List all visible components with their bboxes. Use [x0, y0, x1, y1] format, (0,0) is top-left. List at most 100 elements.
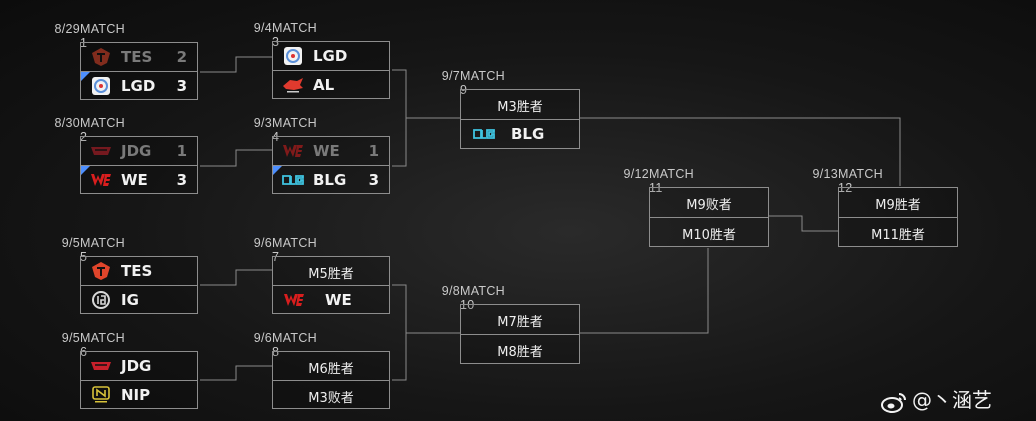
slot-label: M3胜者 [497, 100, 543, 115]
team-row[interactable]: M5胜者 [273, 257, 389, 285]
team-score: 1 [368, 142, 379, 160]
tes-logo-icon [92, 48, 110, 66]
team-row[interactable]: TES [81, 257, 197, 285]
slot-label: M8胜者 [497, 345, 543, 360]
slot-label: M3败者 [308, 391, 354, 406]
team-name: LGD [121, 77, 156, 95]
match-id: MATCH 3 [272, 21, 318, 49]
team-row[interactable]: BLG 3 [273, 165, 389, 194]
slot-label: M6胜者 [308, 362, 354, 377]
match-box: M9败者 M10胜者 [649, 187, 769, 247]
team-row[interactable]: M3胜者 [461, 90, 579, 118]
nip-logo-icon [92, 386, 110, 403]
we-logo-icon [284, 294, 304, 306]
team-row[interactable]: LGD 3 [81, 71, 197, 100]
match-box: LGD AL [272, 41, 390, 99]
match-id: MATCH 8 [272, 331, 318, 359]
team-name: WE [121, 171, 148, 189]
match-date: 9/6 [253, 331, 272, 345]
match-date: 9/3 [253, 116, 272, 130]
slot-label: M5胜者 [308, 267, 354, 282]
match-id: MATCH 10 [460, 284, 506, 312]
team-score: 3 [176, 171, 187, 189]
match-date: 8/30 [54, 116, 80, 130]
match-date: 8/29 [54, 22, 80, 36]
match-date: 9/13 [812, 167, 838, 181]
team-row[interactable]: M7胜者 [461, 305, 579, 333]
al-logo-icon [283, 78, 303, 93]
match-id: MATCH 4 [272, 116, 318, 144]
team-row[interactable]: BLG [461, 119, 579, 148]
match-date: 9/12 [623, 167, 649, 181]
team-name: NIP [121, 386, 151, 404]
team-score: 2 [176, 48, 187, 66]
match-id: MATCH 1 [80, 22, 126, 50]
match-id: MATCH 11 [649, 167, 695, 195]
match-box: JDG 1 WE 3 [80, 136, 198, 194]
slot-label: M9败者 [686, 198, 732, 213]
team-row[interactable]: WE 3 [81, 165, 197, 194]
match-box: M7胜者 M8胜者 [460, 304, 580, 364]
team-row[interactable]: M10胜者 [650, 217, 768, 246]
team-score: 1 [176, 142, 187, 160]
team-row[interactable]: M8胜者 [461, 334, 579, 363]
slot-label: M10胜者 [682, 228, 736, 243]
match-date: 9/8 [441, 284, 460, 298]
ig-logo-icon [92, 291, 110, 309]
tes-logo-icon [92, 262, 110, 280]
team-name: BLG [313, 171, 347, 189]
match-box: JDG NIP [80, 351, 198, 409]
lgd-logo-icon [92, 77, 110, 95]
match-id: MATCH 9 [460, 69, 506, 97]
team-row[interactable]: M3败者 [273, 380, 389, 409]
match-box: M3胜者 BLG [460, 89, 580, 149]
team-row[interactable]: NIP [81, 380, 197, 409]
team-row[interactable]: TES 2 [81, 43, 197, 71]
team-row[interactable]: M6胜者 [273, 352, 389, 380]
team-row[interactable]: LGD [273, 42, 389, 70]
team-name: JDG [121, 142, 152, 160]
team-row[interactable]: M9败者 [650, 188, 768, 216]
watermark-text: @丶涵艺 [912, 388, 992, 412]
team-name: JDG [121, 357, 152, 375]
team-row[interactable]: JDG [81, 352, 197, 380]
team-row[interactable]: AL [273, 70, 389, 99]
match-box: TES 2 LGD 3 [80, 42, 198, 100]
blg-logo-icon [473, 129, 495, 139]
lgd-logo-icon [284, 47, 302, 65]
match-box: WE 1 BLG 3 [272, 136, 390, 194]
match-id: MATCH 5 [80, 236, 126, 264]
team-name: BLG [511, 125, 545, 143]
match-box: M5胜者 WE [272, 256, 390, 314]
we-logo-icon [91, 174, 111, 186]
team-row[interactable]: WE [273, 285, 389, 314]
slot-label: M11胜者 [871, 228, 925, 243]
team-row[interactable]: IG [81, 285, 197, 314]
match-date: 9/7 [441, 69, 460, 83]
team-row[interactable]: JDG 1 [81, 137, 197, 165]
jdg-logo-icon [91, 362, 111, 370]
team-name: AL [313, 76, 335, 94]
team-name: LGD [313, 47, 348, 65]
match-id: MATCH 12 [838, 167, 884, 195]
team-row[interactable]: M11胜者 [839, 217, 957, 246]
match-date: 9/5 [61, 331, 80, 345]
team-name: WE [325, 291, 352, 309]
match-date: 9/5 [61, 236, 80, 250]
weibo-icon [881, 392, 906, 413]
team-name: IG [121, 291, 139, 309]
team-score: 3 [368, 171, 379, 189]
match-box: M9胜者 M11胜者 [838, 187, 958, 247]
match-date: 9/4 [253, 21, 272, 35]
team-row[interactable]: WE 1 [273, 137, 389, 165]
match-id: MATCH 6 [80, 331, 126, 359]
weibo-watermark: @丶涵艺 [880, 384, 992, 413]
slot-label: M7胜者 [497, 315, 543, 330]
match-id: MATCH 2 [80, 116, 126, 144]
team-row[interactable]: M9胜者 [839, 188, 957, 216]
jdg-logo-icon [91, 147, 111, 155]
winner-marker-icon [81, 72, 90, 81]
team-name: WE [313, 142, 340, 160]
team-name: TES [121, 48, 153, 66]
